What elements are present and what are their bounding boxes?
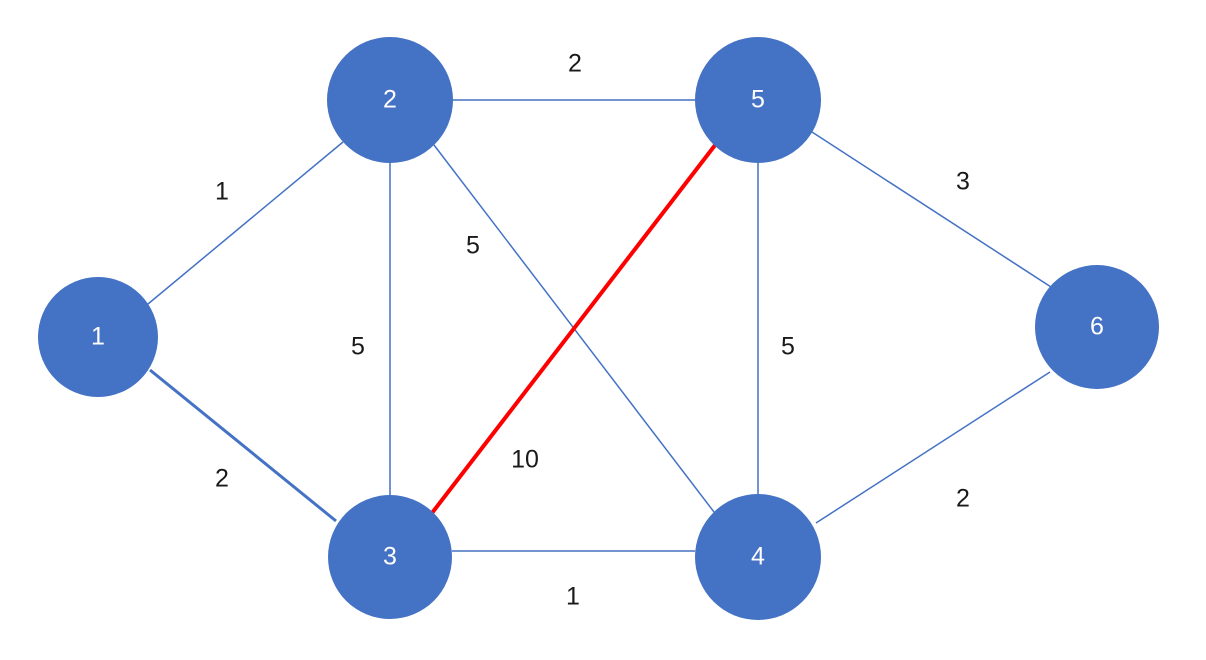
node-6[interactable] — [1035, 265, 1159, 389]
edge-weights-layer: 1 2 2 5 5 3 5 2 1 10 — [215, 50, 970, 611]
edge-weight-1-3: 2 — [215, 465, 229, 493]
edge-5-6[interactable] — [811, 131, 1052, 288]
edge-weight-1-2: 1 — [215, 178, 229, 206]
edge-weight-5-4: 5 — [781, 333, 795, 361]
node-3[interactable] — [328, 495, 452, 619]
edge-weight-5-6: 3 — [956, 168, 970, 196]
edge-weight-2-4: 5 — [466, 232, 480, 260]
node-2[interactable] — [327, 37, 453, 163]
edge-weight-4-6: 2 — [956, 485, 970, 513]
edge-weight-2-3: 5 — [351, 333, 365, 361]
edge-weight-3-5: 10 — [511, 446, 539, 474]
edge-1-3[interactable] — [149, 368, 337, 523]
edges-layer — [147, 99, 1052, 552]
node-1[interactable] — [38, 277, 158, 397]
edge-4-6[interactable] — [815, 371, 1051, 524]
edge-3-5[interactable] — [430, 138, 721, 515]
node-4[interactable] — [695, 494, 821, 620]
edge-1-2[interactable] — [147, 141, 344, 305]
node-5[interactable] — [695, 37, 821, 163]
edge-weight-3-4: 1 — [566, 583, 580, 611]
edge-weight-2-5: 2 — [568, 50, 582, 78]
